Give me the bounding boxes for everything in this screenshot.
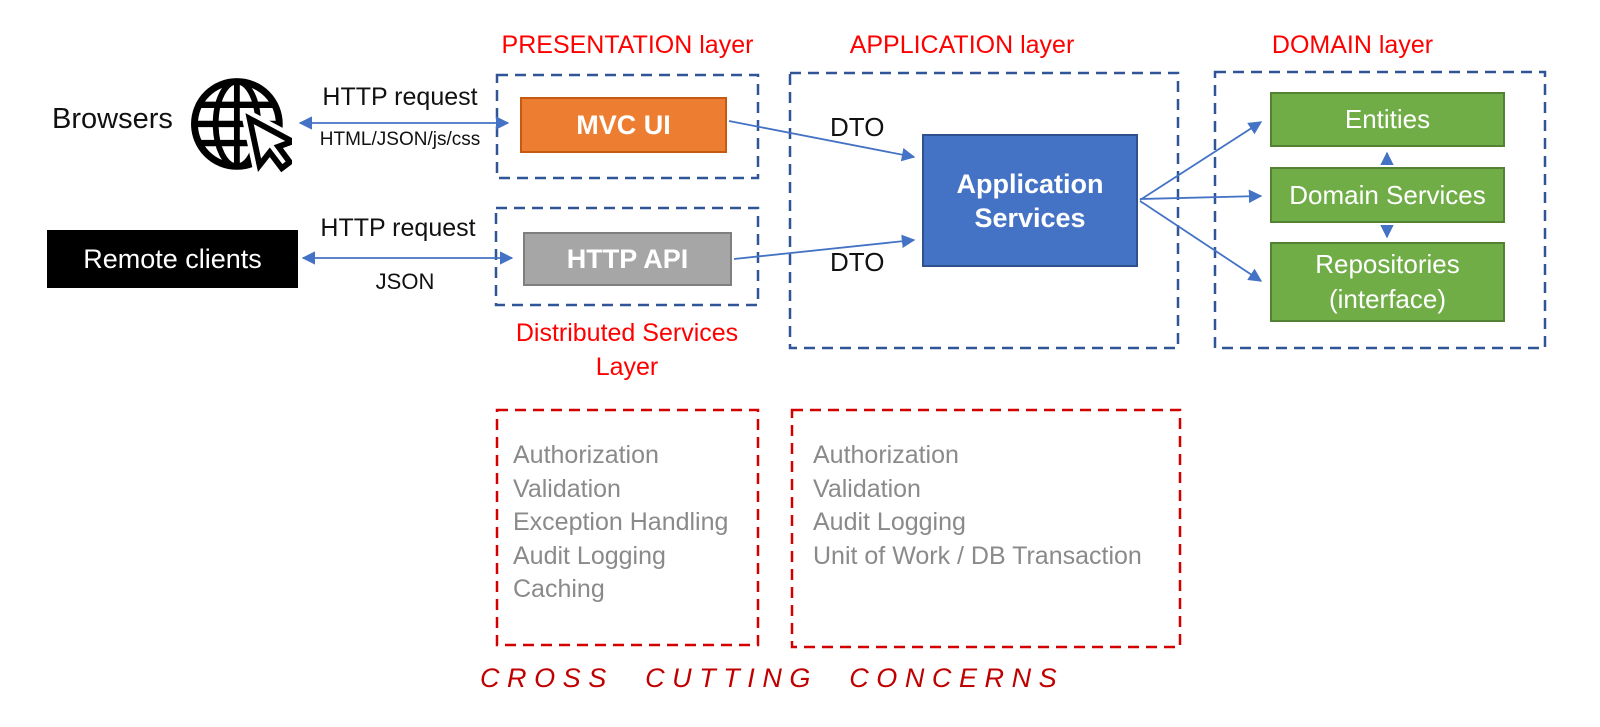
list-item: Validation	[813, 474, 921, 503]
dto-label-top: DTO	[830, 112, 885, 142]
list-item: Exception Handling	[513, 508, 729, 536]
mvc-to-appservices-arrow	[728, 120, 916, 162]
application-concerns-list: Authorization Validation Audit Logging U…	[813, 439, 1142, 573]
list-item: Unit of Work / DB Transaction	[813, 541, 1142, 570]
domain-services-box: Domain Services	[1270, 167, 1505, 223]
globe-cursor-icon	[191, 78, 292, 176]
domain-layer-title: DOMAIN layer	[1271, 31, 1434, 59]
domain-services-label: Domain Services	[1289, 179, 1486, 210]
entities-label: Entities	[1344, 104, 1431, 134]
list-item: Validation	[513, 474, 621, 503]
list-item: Authorization	[513, 441, 659, 469]
http-api-box: HTTP API	[523, 232, 732, 286]
cross-cutting-concerns-title: CROSS CUTTING CONCERNS	[480, 663, 1065, 693]
mvc-ui-label: MVC UI	[576, 109, 671, 140]
appservices-to-entities-arrow	[1139, 121, 1263, 201]
list-item: Audit Logging	[513, 541, 666, 570]
application-layer-title: APPLICATION layer	[849, 31, 1075, 59]
distributed-services-layer-title: Distributed Services Layer	[515, 319, 739, 381]
remote-clients-box: Remote clients	[47, 230, 298, 288]
http-api-label: HTTP API	[566, 243, 689, 274]
presentation-layer-title: PRESENTATION layer	[501, 31, 754, 59]
remote-arrow-top-label: HTTP request	[320, 214, 476, 242]
dto-label-bottom: DTO	[830, 247, 885, 277]
browser-arrow-bottom-label: HTML/JSON/js/css	[319, 129, 481, 150]
appservices-to-domainservices-arrow	[1139, 189, 1263, 204]
repositories-label: Repositories (interface)	[1315, 249, 1460, 314]
entities-box: Entities	[1270, 92, 1505, 147]
application-services-label: Application Services	[956, 168, 1104, 233]
browsers-label: Browsers	[52, 103, 173, 135]
remote-clients-label: Remote clients	[83, 243, 262, 274]
browser-arrow-top-label: HTTP request	[322, 83, 478, 111]
httpapi-to-appservices-arrow	[733, 234, 916, 260]
list-item: Audit Logging	[813, 508, 966, 536]
distributed-concerns-list: Authorization Validation Exception Handl…	[513, 439, 728, 607]
mvc-ui-box: MVC UI	[520, 97, 727, 153]
repositories-box: Repositories (interface)	[1270, 242, 1505, 322]
application-services-box: Application Services	[922, 134, 1138, 267]
list-item: Caching	[513, 575, 605, 603]
appservices-to-repositories-arrow	[1139, 200, 1263, 282]
remote-arrow-bottom-label: JSON	[375, 269, 435, 294]
list-item: Authorization	[813, 441, 959, 469]
